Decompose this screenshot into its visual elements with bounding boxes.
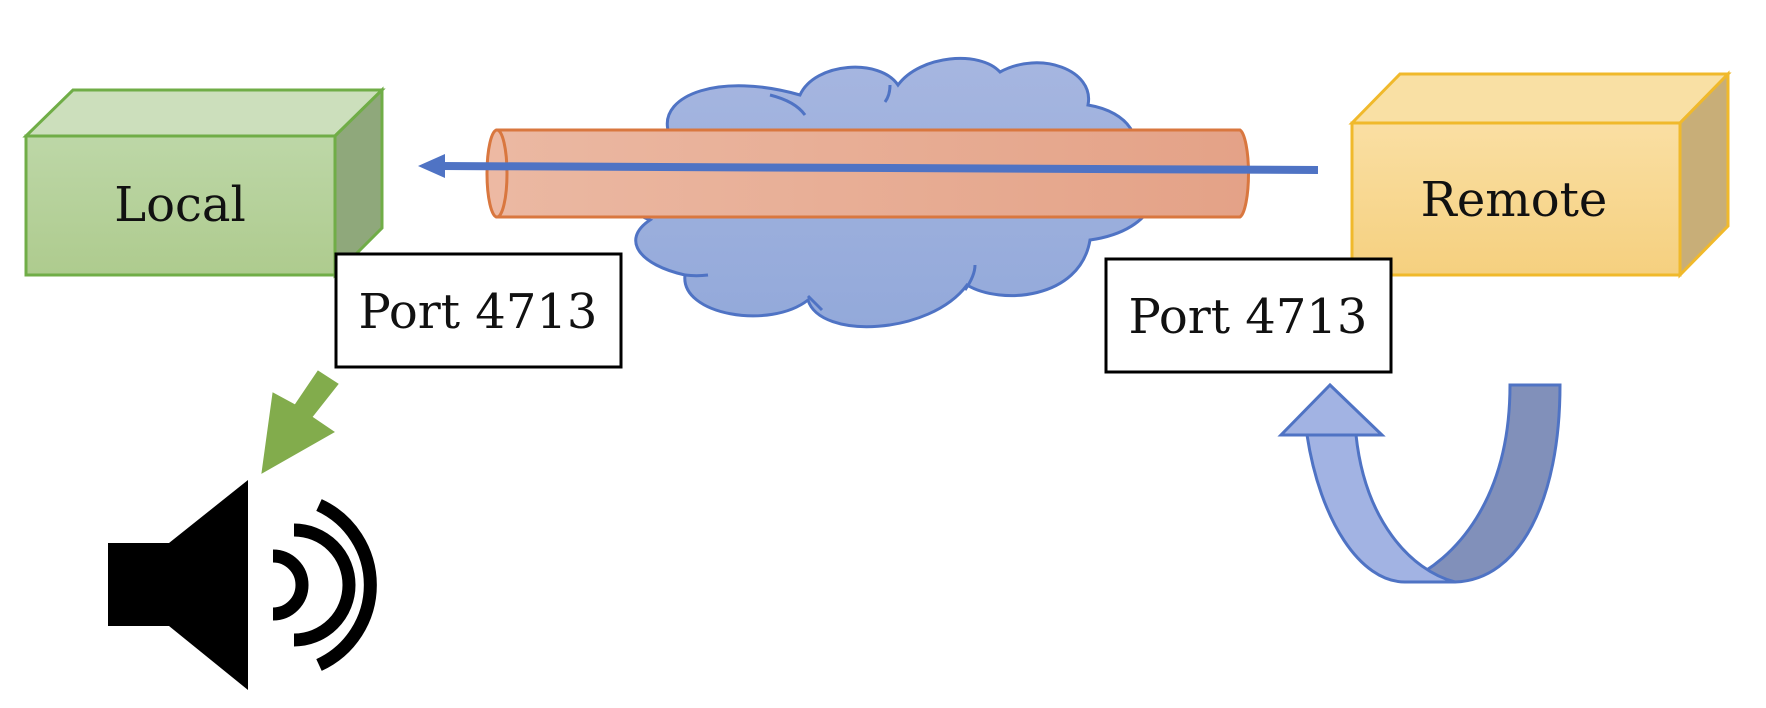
- remote-box: Remote: [1348, 70, 1732, 279]
- local-port-box: Port 4713: [334, 252, 623, 369]
- local-port-label: Port 4713: [359, 284, 598, 340]
- tunnel-tube: [485, 128, 1250, 219]
- remote-port-box: Port 4713: [1104, 257, 1393, 374]
- u-turn-arrow-icon: [1277, 382, 1562, 584]
- remote-port-label: Port 4713: [1129, 289, 1368, 345]
- speaker-icon: [108, 480, 377, 690]
- local-box: Local: [22, 86, 386, 279]
- local-label: Local: [114, 177, 246, 233]
- remote-label: Remote: [1421, 172, 1608, 228]
- arrow-down-left-icon: [261, 370, 339, 474]
- tunnel-arrow: [418, 154, 1319, 178]
